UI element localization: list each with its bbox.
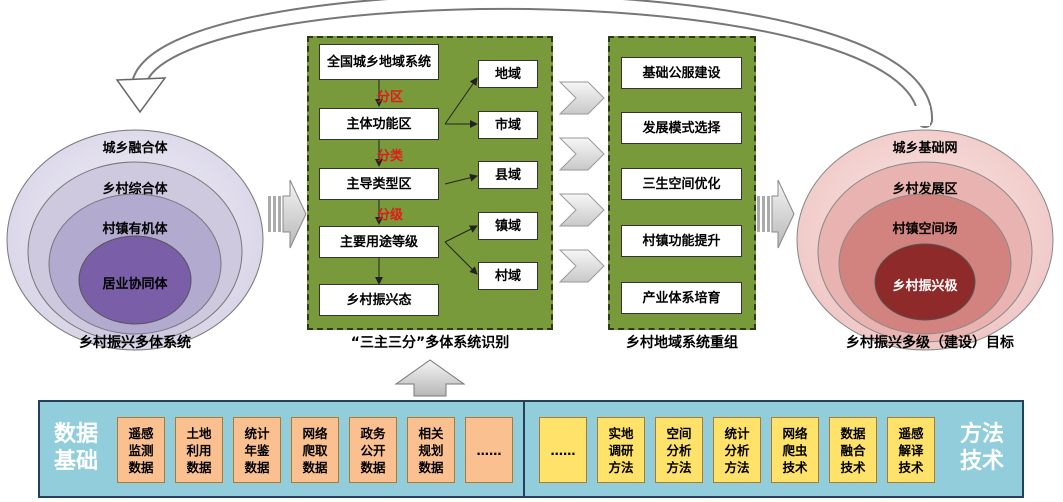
infrastructure-box: 基础公服建设	[621, 57, 742, 89]
territory-village-box: 村域	[478, 262, 538, 290]
method-item-remote-sensing-interpretation: 遥感 解译 技术	[887, 417, 935, 483]
right-circle-caption: 乡村振兴多级（建设）目标	[846, 335, 1014, 351]
arrow-to-right-circle	[757, 179, 795, 249]
national-system-box: 全国城乡地域系统	[319, 44, 439, 80]
left-ring-1-label: 城乡融合体	[102, 141, 168, 156]
industry-cultivation-box: 产业体系培育	[621, 282, 742, 314]
panel1-connectors	[375, 77, 478, 285]
grading-label: 分级	[376, 208, 403, 223]
development-mode-box: 发展模式选择	[621, 112, 742, 144]
territory-region-box: 地域	[478, 60, 538, 88]
data-item-remote-sensing: 遥感 监测 数据	[117, 417, 165, 483]
method-item-spatial-analysis: 空间 分析 方法	[655, 417, 703, 483]
territory-town-box: 镇域	[478, 212, 538, 240]
method-item-field-survey: 实地 调研 方法	[597, 417, 645, 483]
right-circle-graphic	[796, 129, 1054, 351]
rural-revitalization-state-box: 乡村振兴态	[319, 284, 439, 316]
main-use-grade-box: 主要用途等级	[319, 226, 439, 258]
right-ring-2-label: 乡村发展区	[892, 182, 958, 197]
data-item-more: ……	[465, 417, 513, 483]
method-item-web-crawler: 网络 爬虫 技术	[771, 417, 819, 483]
method-technology-title: 方法 技术	[959, 422, 1004, 474]
up-arrow	[394, 359, 466, 397]
right-ring-1-label: 城乡基础网	[892, 141, 958, 156]
restructuring-caption: 乡村地域系统重组	[626, 335, 738, 351]
territory-county-box: 县域	[478, 161, 538, 189]
right-ring-3-label: 村镇空间场	[892, 222, 958, 237]
arrow-to-panel1	[268, 179, 307, 249]
dominant-type-zone-box: 主导类型区	[319, 168, 439, 200]
data-item-statistical-yearbook: 统计 年鉴 数据	[233, 417, 281, 483]
method-item-statistical-analysis: 统计 分析 方法	[713, 417, 761, 483]
feedback-arrow-head	[115, 77, 167, 114]
left-ring-3-label: 村镇有机体	[102, 222, 168, 237]
right-ring-4-label: 乡村振兴极	[892, 279, 958, 294]
main-function-zone-box: 主体功能区	[319, 108, 439, 140]
data-item-planning: 相关 规划 数据	[407, 417, 455, 483]
data-item-land-use: 土地 利用 数据	[175, 417, 223, 483]
space-optimization-box: 三生空间优化	[621, 168, 742, 200]
chevron-arrows	[558, 81, 605, 283]
left-circle-graphic	[6, 129, 264, 351]
data-foundation-title: 数据 基础	[53, 422, 98, 474]
data-item-web-crawled: 网络 爬取 数据	[291, 417, 339, 483]
identification-caption: “三主三分”多体系统识别	[350, 335, 510, 351]
zoning-label: 分区	[376, 90, 403, 105]
left-ring-2-label: 乡村综合体	[102, 182, 168, 197]
method-item-more: ……	[539, 417, 587, 483]
left-circle-caption: 乡村振兴多体系统	[79, 335, 191, 351]
classification-label: 分类	[376, 149, 403, 164]
bar-divider	[523, 400, 525, 498]
function-upgrade-box: 村镇功能提升	[621, 225, 742, 257]
data-item-government-open: 政务 公开 数据	[349, 417, 397, 483]
territory-city-box: 市域	[478, 111, 538, 139]
left-ring-4-label: 居业协同体	[102, 277, 168, 292]
method-item-data-fusion: 数据 融合 技术	[829, 417, 877, 483]
